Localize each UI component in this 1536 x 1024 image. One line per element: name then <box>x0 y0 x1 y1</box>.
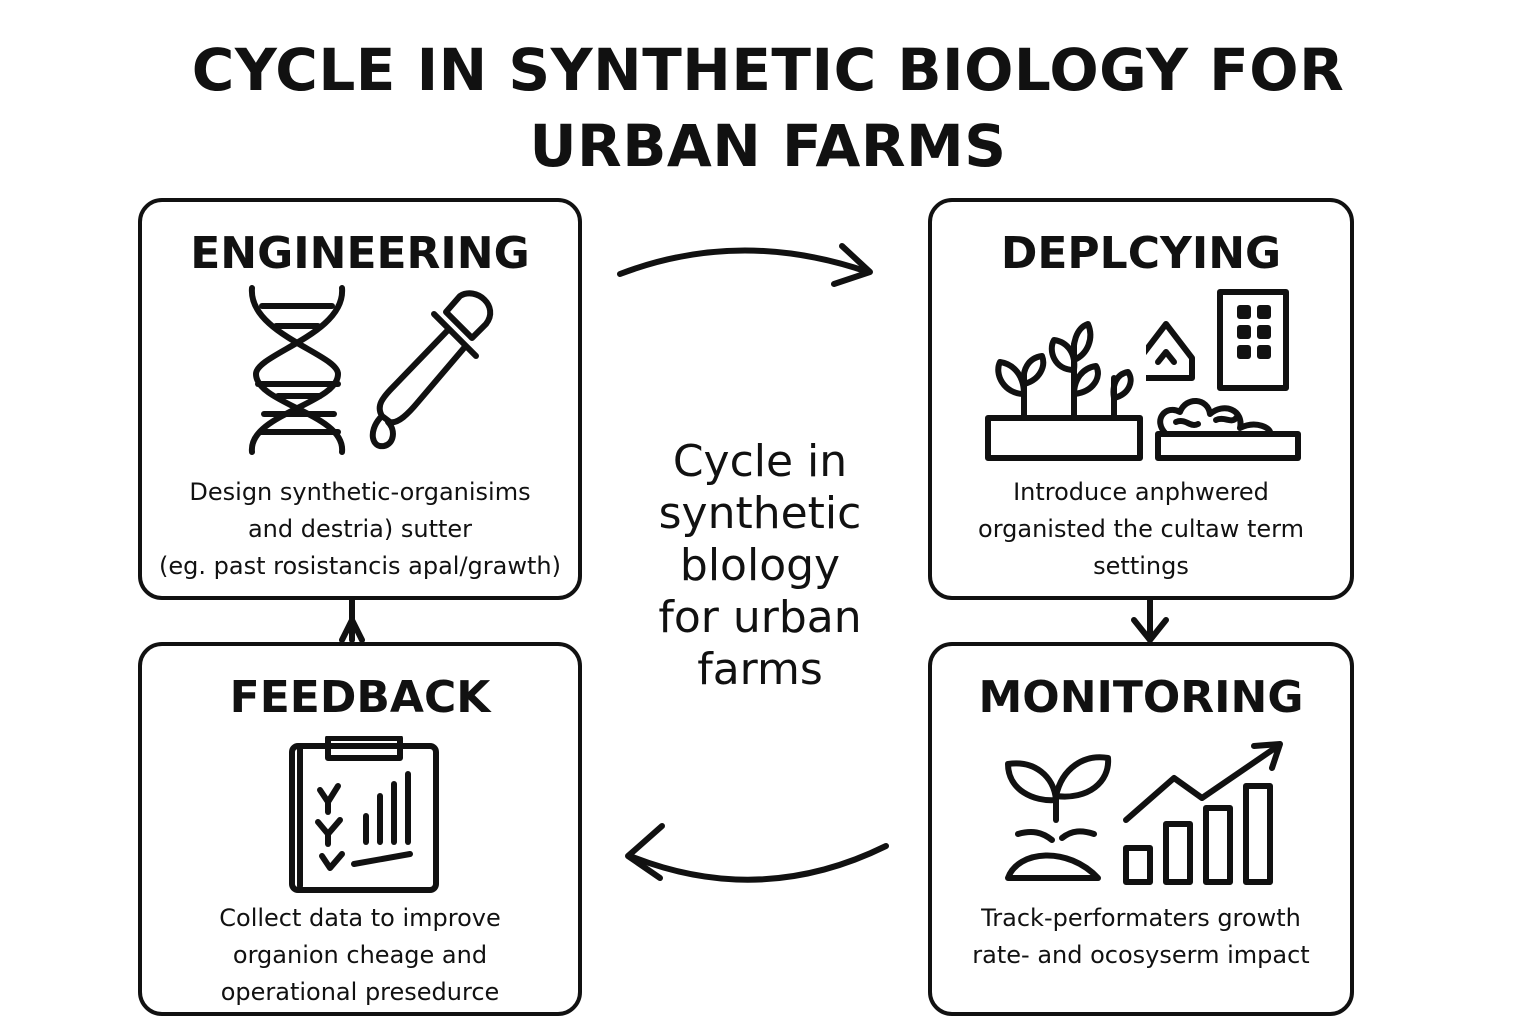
arrowhead-top <box>831 243 873 287</box>
title-line-2: URBAN FARMS <box>529 112 1007 180</box>
stage-deploying-desc: Introduce anphwered organisted the culta… <box>932 474 1350 585</box>
center-label-line: synthetic <box>658 488 862 539</box>
desc-line: rate- and ocosyserm impact <box>972 941 1310 969</box>
stage-monitoring-title: MONITORING <box>978 672 1304 723</box>
desc-line: Introduce anphwered <box>1013 478 1269 506</box>
buildings-icon <box>1146 289 1301 461</box>
center-label-line: farms <box>697 644 823 695</box>
desc-line: operational presedurce <box>220 978 500 1006</box>
stage-feedback: FEEDBACK Collect data to improve organio… <box>138 642 582 1016</box>
stage-monitoring: MONITORING Track-performaters growth rat… <box>928 642 1354 1016</box>
sprout-icon <box>1005 754 1112 881</box>
clipboard-chart-icon <box>289 736 439 893</box>
plants-icon <box>985 321 1143 461</box>
desc-line: Collect data to improve <box>219 904 501 932</box>
center-label-line: blology <box>679 540 841 591</box>
arrowhead-left <box>339 617 365 643</box>
stage-deploying-title: DEPLCYING <box>1000 228 1282 279</box>
desc-line: settings <box>1093 552 1189 580</box>
desc-line: and destria) sutter <box>247 515 473 543</box>
stage-engineering-desc: Design synthetic-organisims and destria)… <box>142 474 578 585</box>
stage-engineering: ENGINEERING Design synthetic-organisims … <box>138 198 582 600</box>
stage-deploying: DEPLCYING <box>928 198 1354 600</box>
center-label-line: for urban <box>658 592 862 643</box>
stage-feedback-title: FEEDBACK <box>229 672 491 723</box>
dna-icon <box>248 285 346 455</box>
arrow-monitoring-to-feedback <box>627 843 889 883</box>
dropper-icon <box>369 290 494 450</box>
page-title: CYCLE IN SYNTHETIC BIOLOGY FOR URBAN FAR… <box>0 32 1536 184</box>
center-label-line: Cycle in <box>672 436 848 487</box>
stage-engineering-title: ENGINEERING <box>190 228 530 279</box>
title-line-1: CYCLE IN SYNTHETIC BIOLOGY FOR <box>191 36 1345 104</box>
desc-line: Design synthetic-organisims <box>189 478 531 506</box>
arrowhead-right <box>1131 617 1169 643</box>
arrowhead-bottom <box>625 823 665 881</box>
desc-line: organion cheage and <box>232 941 488 969</box>
center-cycle-label: Cycle in synthetic blology for urban far… <box>620 436 900 696</box>
growth-chart-icon <box>1123 741 1283 885</box>
desc-line: (eg. past rosistancis apal/grawth) <box>159 552 561 580</box>
desc-line: organisted the cultaw term <box>978 515 1304 543</box>
desc-line: Track-performaters growth <box>981 904 1301 932</box>
stage-monitoring-desc: Track-performaters growth rate- and ocos… <box>932 900 1350 974</box>
arrow-engineering-to-deploying <box>617 247 871 277</box>
stage-feedback-desc: Collect data to improve organion cheage … <box>142 900 578 1011</box>
